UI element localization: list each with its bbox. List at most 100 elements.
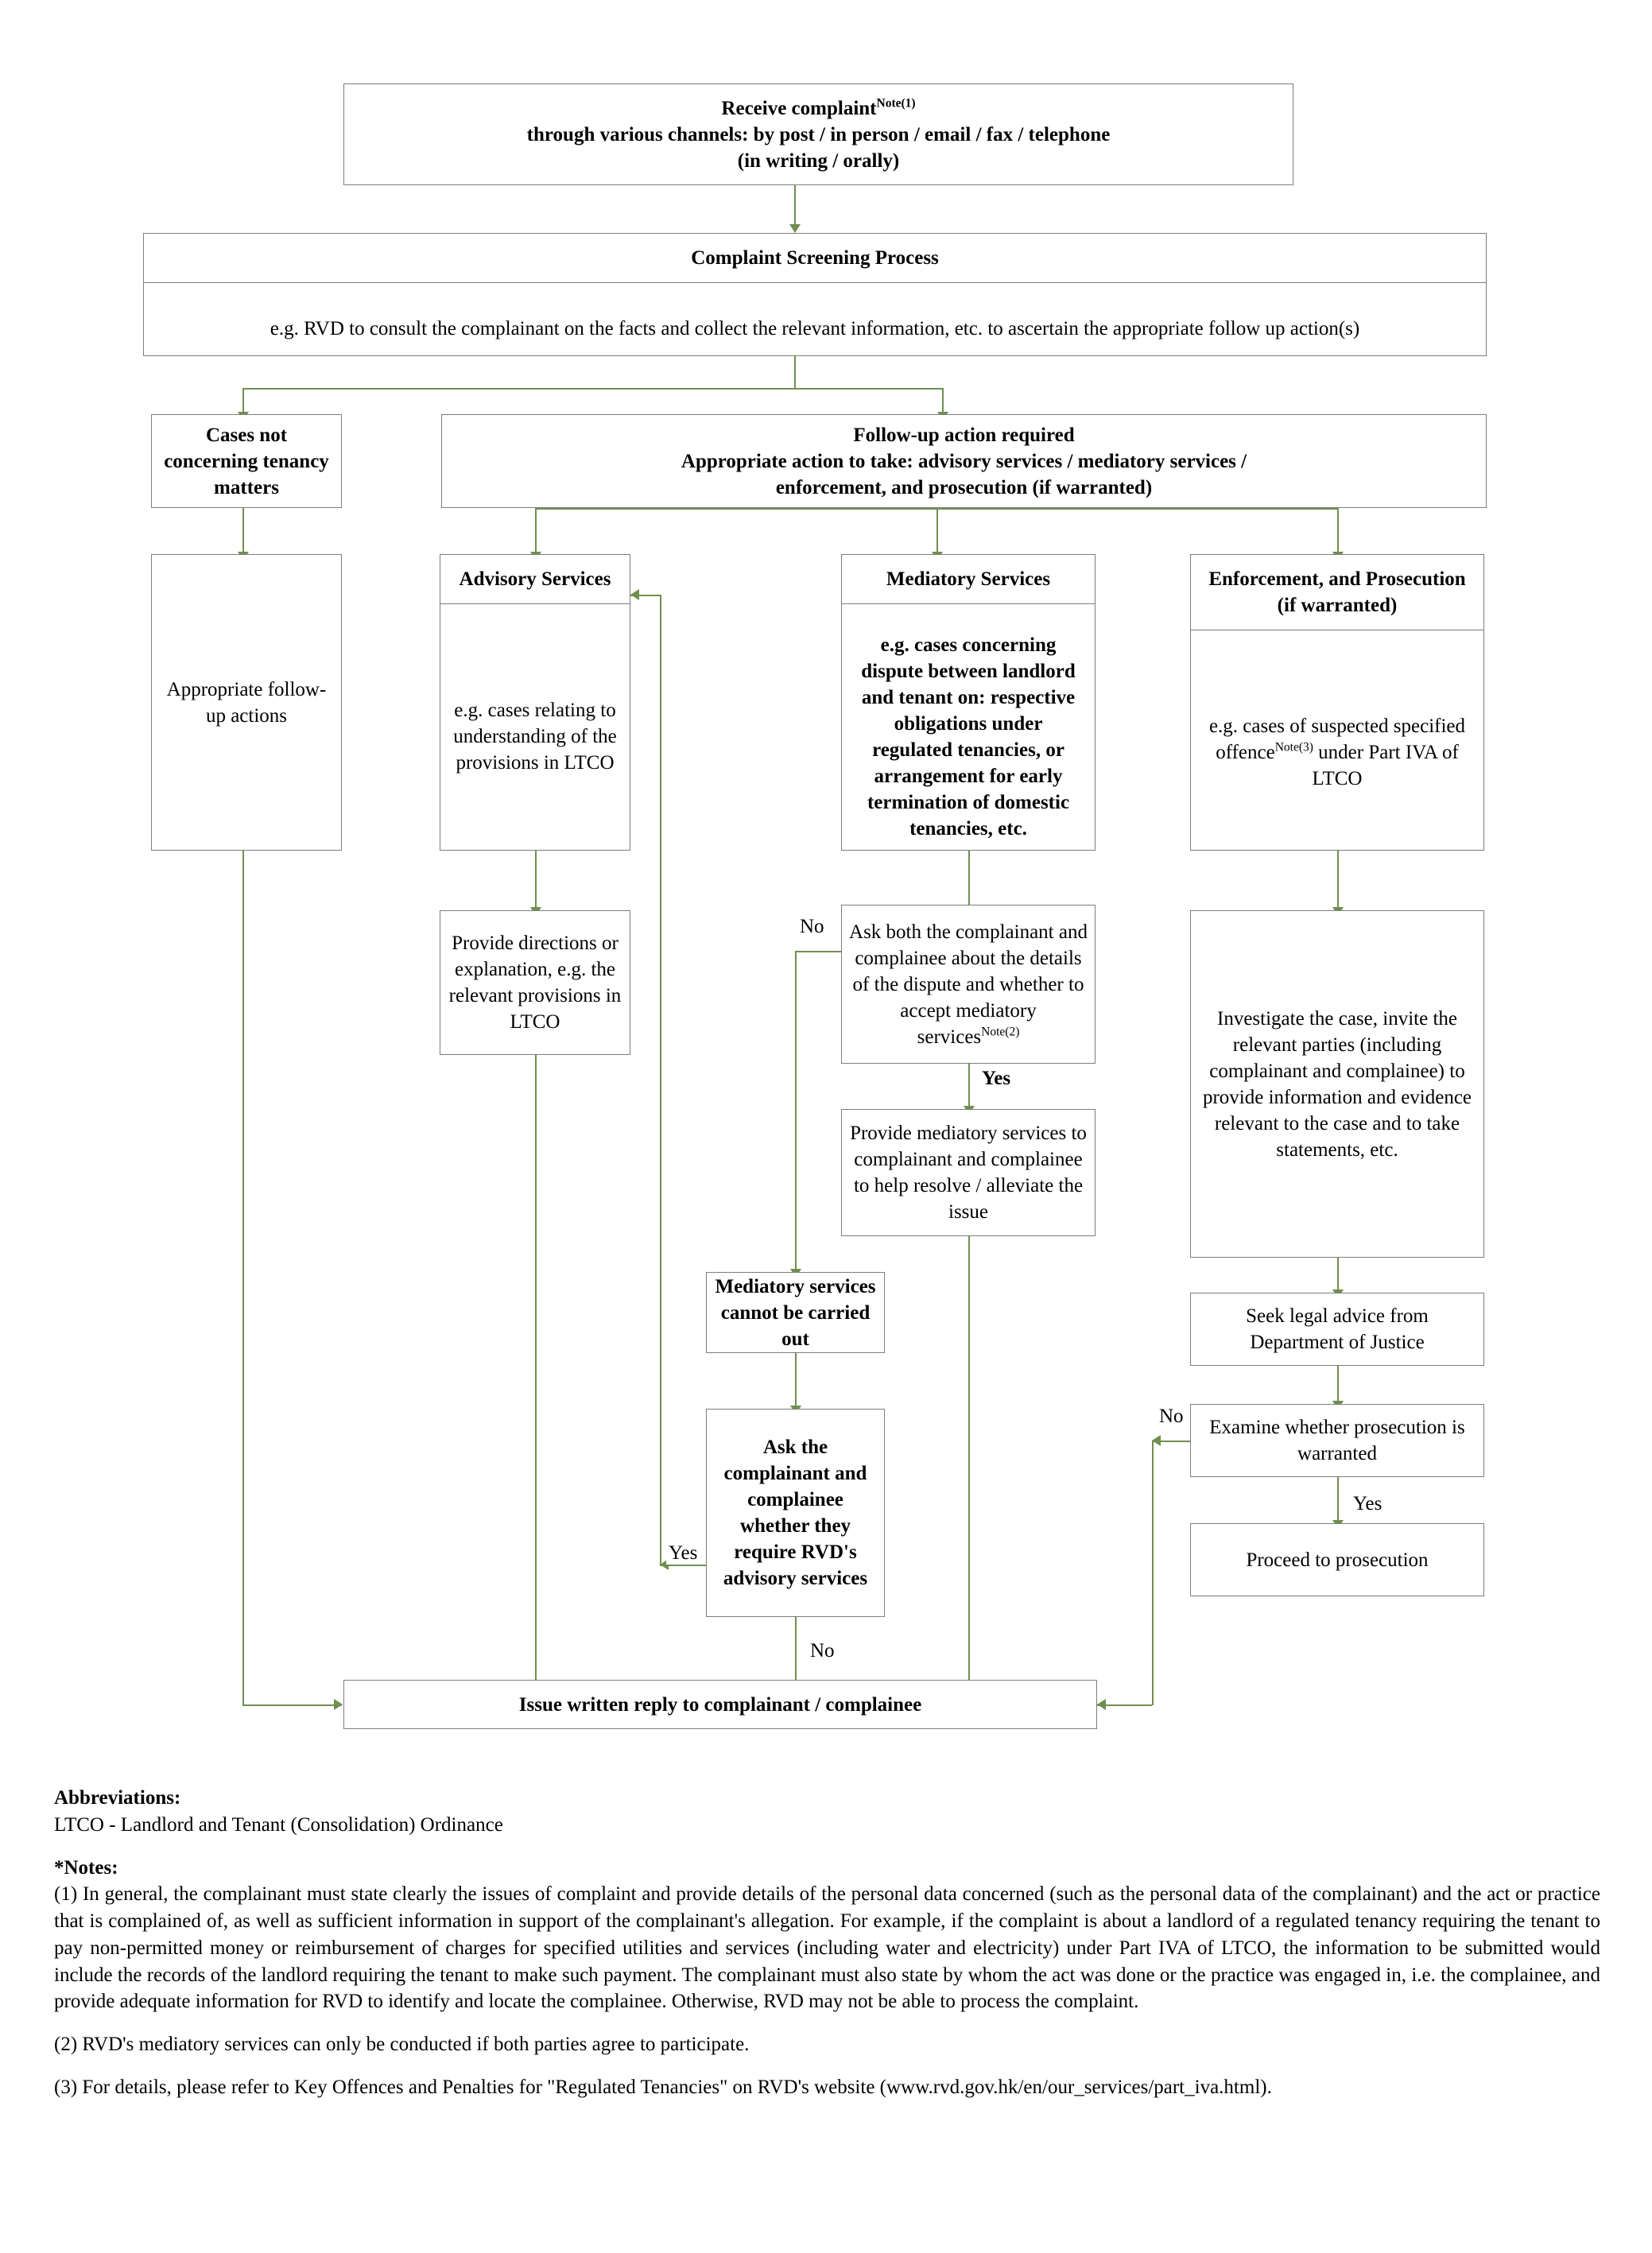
node-provide-directions: Provide directions or explanation, e.g. … — [440, 910, 630, 1055]
node-receive-complaint: Receive complaintNote(1) through various… — [343, 83, 1293, 185]
node-issue-written-reply: Issue written reply to complainant / com… — [343, 1680, 1097, 1729]
edge-mediatory-to-ask-both — [968, 851, 970, 909]
edge-ask-advisory-no — [795, 1617, 797, 1700]
edge-examine-yes — [1337, 1477, 1339, 1522]
edge-cannot-to-ask-advisory — [795, 1353, 797, 1407]
edge-ask-advisory-yes-up — [660, 595, 661, 1565]
edge-screening-to-followup — [942, 388, 944, 413]
mediatory-services-body: e.g. cases concerning dispute between la… — [861, 634, 1076, 840]
advisory-services-body: e.g. cases relating to understanding of … — [453, 700, 617, 774]
edge-ask-both-no-down — [795, 951, 797, 1272]
advisory-services-title: Advisory Services — [459, 568, 611, 590]
edge-mediatory-to-issue-reply — [968, 1236, 970, 1700]
arrowhead-receive-to-screening — [789, 224, 801, 233]
receive-complaint-line1: Receive complaintNote(1) — [721, 96, 916, 119]
arrowhead-appropriate-issue-reply — [334, 1699, 343, 1710]
edge-followup-split — [535, 508, 1337, 510]
note-ref-1: Note(1) — [876, 96, 916, 111]
enforcement-title-line1: Enforcement, and Prosecution — [1208, 568, 1466, 590]
enforcement-title: Enforcement, and Prosecution (if warrant… — [1191, 555, 1483, 630]
arrowhead-examine-no — [1152, 1435, 1161, 1446]
complaint-screening-body: e.g. RVD to consult the complainant on t… — [270, 317, 1360, 339]
cases-not-tenancy-line2: concerning tenancy — [164, 450, 329, 472]
node-proceed-prosecution: Proceed to prosecution — [1190, 1523, 1484, 1596]
node-cases-not-tenancy: Cases not concerning tenancy matters — [151, 414, 342, 508]
cases-not-tenancy-line1: Cases not — [205, 424, 288, 446]
node-ask-both: Ask both the complainant and complainee … — [841, 905, 1096, 1064]
node-followup-action: Follow-up action required Appropriate ac… — [441, 414, 1487, 508]
node-ask-advisory: Ask the complainant and complainee wheth… — [706, 1409, 885, 1617]
enforcement-body-pre: e.g. cases of suspected specified offenc… — [1208, 715, 1466, 763]
node-complaint-screening: Complaint Screening Process e.g. RVD to … — [143, 233, 1487, 356]
label-ask-advisory-no: No — [808, 1640, 837, 1662]
appropriate-followup-line1: Appropriate follow- — [166, 678, 327, 700]
note-1: (1) In general, the complainant must sta… — [54, 1883, 1600, 2013]
receive-complaint-line2: through various channels: by post / in p… — [526, 123, 1111, 145]
node-appropriate-followup-actions: Appropriate follow- up actions — [151, 554, 342, 851]
examine-text: Examine whether prosecution is warranted — [1209, 1417, 1465, 1464]
provide-directions-text: Provide directions or explanation, e.g. … — [448, 933, 622, 1033]
edge-followup-to-advisory — [535, 508, 537, 553]
abbreviations-text: LTCO - Landlord and Tenant (Consolidatio… — [54, 1813, 503, 1836]
node-enforcement-prosecution: Enforcement, and Prosecution (if warrant… — [1190, 554, 1484, 851]
note-3: (3) For details, please refer to Key Off… — [54, 2076, 1272, 2098]
note-ref-2: Note(2) — [981, 1025, 1020, 1039]
appropriate-followup-line2: up actions — [205, 704, 288, 727]
edge-followup-to-enforcement — [1337, 508, 1339, 553]
followup-line1: Follow-up action required — [853, 424, 1075, 446]
issue-reply-text: Issue written reply to complainant / com… — [518, 1693, 922, 1716]
note-ref-3: Note(3) — [1274, 740, 1313, 754]
ask-advisory-text: Ask the complainant and complainee wheth… — [723, 1437, 868, 1589]
divider — [144, 282, 1486, 283]
cases-not-tenancy-line3: matters — [214, 476, 279, 498]
followup-line3: enforcement, and prosecution (if warrant… — [775, 476, 1153, 498]
edge-appropriate-to-issue-reply-h — [242, 1704, 342, 1706]
edge-ask-both-no — [795, 951, 841, 952]
edge-screening-stub — [794, 356, 796, 388]
divider — [842, 603, 1095, 604]
label-ask-both-yes: Yes — [979, 1068, 1014, 1090]
enforcement-body: e.g. cases of suspected specified offenc… — [1191, 630, 1483, 874]
edge-examine-no-to-reply — [1097, 1704, 1152, 1706]
edge-examine-no-down — [1152, 1441, 1154, 1705]
node-provide-mediatory: Provide mediatory services to complainan… — [841, 1109, 1096, 1236]
arrowhead-ask-advisory-yes — [660, 1559, 669, 1570]
label-examine-no: No — [1157, 1406, 1186, 1428]
node-investigate-case: Investigate the case, invite the relevan… — [1190, 910, 1484, 1258]
provide-mediatory-text: Provide mediatory services to complainan… — [850, 1123, 1087, 1223]
label-ask-advisory-yes: Yes — [666, 1542, 700, 1565]
ask-both-text: Ask both the complainant and complainee … — [849, 921, 1088, 1048]
investigate-text: Investigate the case, invite the relevan… — [1202, 1007, 1472, 1161]
label-ask-both-no: No — [797, 916, 827, 938]
notes-title: *Notes: — [54, 1856, 118, 1879]
node-examine-prosecution: Examine whether prosecution is warranted — [1190, 1404, 1484, 1477]
complaint-screening-title: Complaint Screening Process — [691, 247, 939, 269]
label-examine-yes: Yes — [1351, 1493, 1385, 1515]
node-mediatory-services: Mediatory Services e.g. cases concerning… — [841, 554, 1096, 851]
proceed-text: Proceed to prosecution — [1246, 1549, 1429, 1571]
edge-not-tenancy-to-actions — [242, 508, 244, 553]
arrowhead-advisory-return — [630, 589, 639, 600]
enforcement-title-line2: (if warranted) — [1277, 595, 1398, 616]
followup-line2: Appropriate action to take: advisory ser… — [681, 450, 1247, 472]
edge-enforcement-to-investigate — [1337, 851, 1339, 909]
edge-advisory-to-directions — [535, 851, 537, 909]
note-2: (2) RVD's mediatory services can only be… — [54, 2034, 750, 2055]
edge-receive-to-screening — [794, 185, 796, 225]
legal-advice-text: Seek legal advice from Department of Jus… — [1246, 1305, 1429, 1353]
edge-appropriate-to-issue-reply — [242, 851, 244, 1705]
edge-directions-to-issue-reply — [535, 1055, 537, 1700]
edge-investigate-to-legal — [1337, 1258, 1339, 1291]
divider — [440, 603, 630, 604]
node-seek-legal-advice: Seek legal advice from Department of Jus… — [1190, 1293, 1484, 1366]
edge-ask-advisory-yes-top — [630, 595, 660, 596]
edge-ask-both-yes — [968, 1064, 970, 1107]
node-cannot-carry-out: Mediatory services cannot be carried out — [706, 1272, 885, 1353]
edge-followup-to-mediatory — [937, 508, 938, 553]
mediatory-services-title: Mediatory Services — [886, 568, 1051, 590]
footer-notes: Abbreviations: LTCO - Landlord and Tenan… — [54, 1785, 1600, 2101]
edge-screening-to-not-tenancy — [242, 388, 244, 413]
enforcement-body-post: under Part IVA of LTCO — [1312, 742, 1459, 789]
edge-ask-advisory-yes — [660, 1565, 706, 1566]
